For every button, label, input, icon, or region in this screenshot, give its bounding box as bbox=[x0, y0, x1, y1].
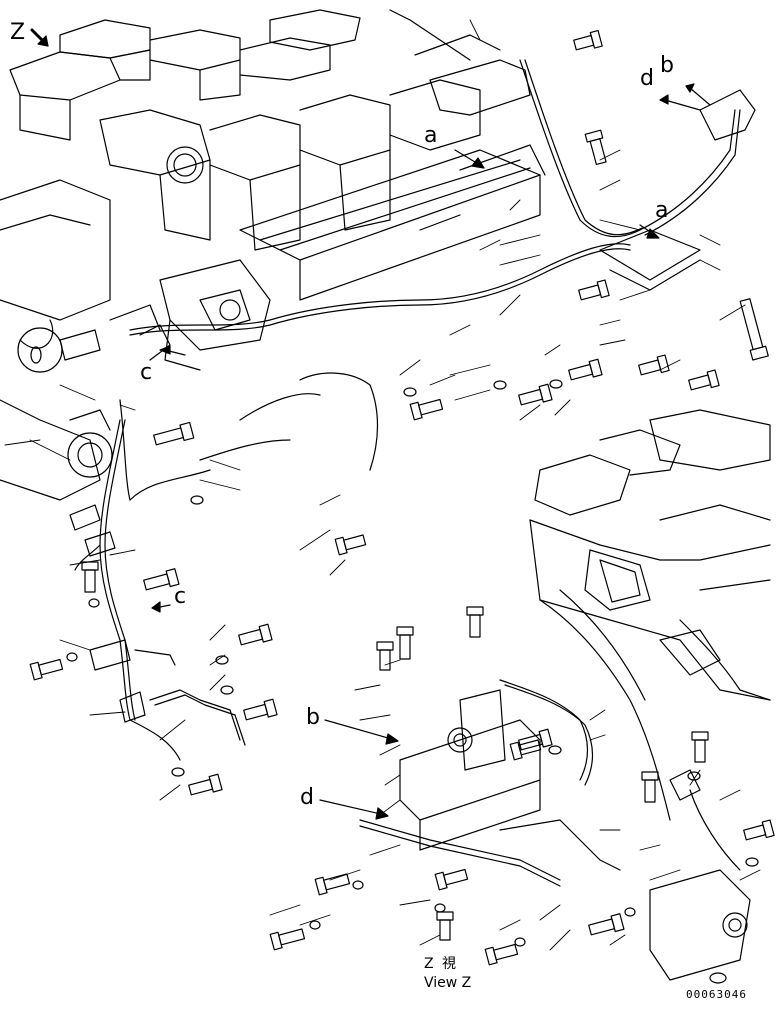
label-c-lower: c bbox=[174, 584, 187, 609]
arrow-icon bbox=[30, 28, 49, 47]
caption-en: View Z bbox=[424, 975, 472, 991]
leader-lines bbox=[4, 19, 761, 951]
view-z-engine bbox=[529, 409, 771, 821]
drawing-number: 00063046 bbox=[686, 988, 747, 1001]
left-harness bbox=[59, 304, 246, 761]
caption-jp: Z 視 bbox=[424, 956, 459, 972]
label-b-upper: b bbox=[660, 53, 674, 78]
pointer-arrows bbox=[151, 83, 711, 820]
label-a-lower: a bbox=[655, 198, 669, 223]
view-label-z: Z bbox=[10, 20, 26, 45]
label-d-upper: d bbox=[640, 66, 654, 91]
label-c-upper: c bbox=[140, 360, 153, 385]
label-d-lower: d bbox=[300, 785, 314, 810]
label-b-lower: b bbox=[306, 705, 320, 730]
engine-block bbox=[0, 9, 756, 501]
label-a-upper: a bbox=[424, 123, 438, 148]
bracket-assembly bbox=[359, 679, 751, 981]
bolt-icon bbox=[29, 29, 775, 966]
washers bbox=[30, 346, 759, 984]
